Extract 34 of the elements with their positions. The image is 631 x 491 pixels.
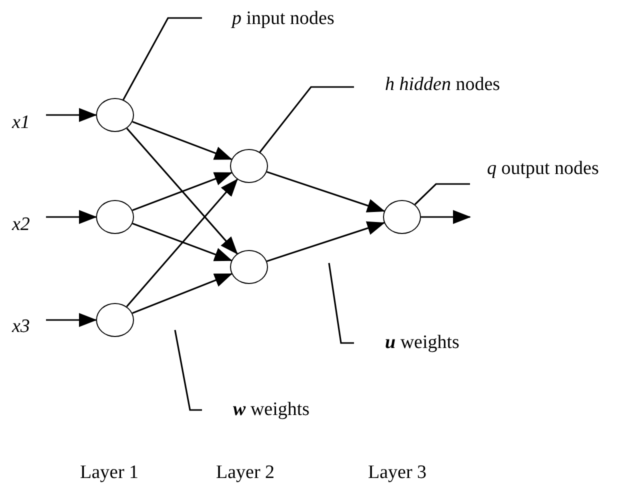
arrow bbox=[126, 178, 238, 308]
arrow bbox=[132, 172, 232, 212]
leader-line bbox=[414, 183, 470, 206]
callout-text: u weights bbox=[385, 332, 460, 354]
arrow bbox=[46, 313, 97, 327]
input-node-circle bbox=[96, 303, 134, 337]
input-node-circle bbox=[96, 200, 134, 234]
callout-text: p input nodes bbox=[232, 8, 334, 30]
arrow bbox=[266, 221, 386, 262]
arrow bbox=[132, 222, 232, 262]
hidden-node-circle bbox=[230, 250, 268, 284]
input-label: x1 bbox=[12, 112, 30, 134]
layer-label: Layer 1 bbox=[80, 462, 139, 484]
layer-label: Layer 3 bbox=[368, 462, 427, 484]
arrow bbox=[132, 120, 232, 160]
arrow bbox=[132, 273, 233, 314]
layer-label: Layer 2 bbox=[216, 462, 275, 484]
callout-text: h hidden nodes bbox=[385, 74, 500, 96]
callout-text: q output nodes bbox=[487, 158, 599, 180]
callout-text: w weights bbox=[233, 399, 310, 421]
input-node-circle bbox=[96, 98, 134, 132]
output-node-circle bbox=[383, 200, 421, 234]
arrow bbox=[46, 108, 97, 122]
input-label: x3 bbox=[12, 316, 30, 338]
leader-line bbox=[174, 330, 202, 411]
arrow bbox=[46, 210, 97, 224]
leader-line bbox=[259, 86, 354, 153]
hidden-node-circle bbox=[230, 149, 268, 183]
arrow bbox=[126, 128, 238, 254]
arrow bbox=[421, 210, 471, 224]
input-label: x2 bbox=[12, 214, 30, 236]
leader-line bbox=[328, 262, 354, 344]
leader-line bbox=[122, 17, 202, 100]
arrow bbox=[266, 171, 386, 212]
